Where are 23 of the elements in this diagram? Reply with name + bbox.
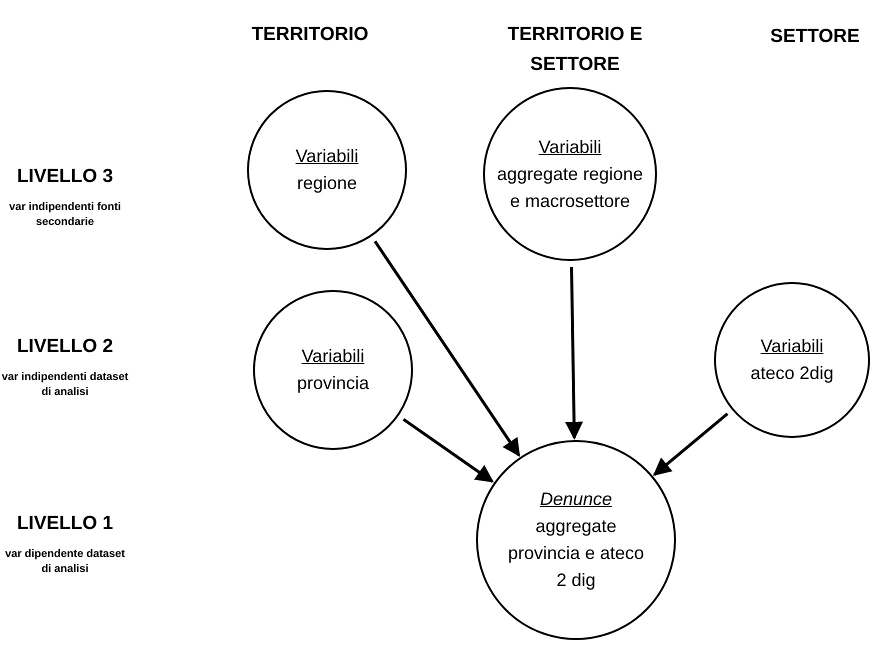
column-heading: TERRITORIO [250,23,370,47]
arrow [402,418,494,483]
level-heading: LIVELLO 1 [16,512,114,536]
circle-heading: Variabili [538,136,602,158]
level-heading: LIVELLO 2 [16,335,114,359]
level-description: var indipendenti dataset di analisi [0,370,130,400]
column-heading: TERRITORIO E SETTORE [506,23,644,77]
circle-text: aggregate provincia e ateco 2 dig [506,515,646,592]
level-description: var dipendente dataset di analisi [4,547,126,577]
arrow [652,412,728,476]
column-heading: SETTORE [769,25,861,49]
arrow [565,266,584,440]
circle-text: aggregate regione e macrosettore [496,162,644,212]
arrow [374,240,520,457]
circle-text: ateco 2dig [750,362,834,385]
circle-text: provincia [296,372,370,395]
level-description: var indipendenti fonti secondarie [8,200,122,230]
circle-text: regione [296,172,358,195]
circle-heading: Variabili [296,145,358,168]
circle-heading: Denunce [540,488,612,511]
level-heading: LIVELLO 3 [16,165,114,189]
circle-heading: Variabili [302,345,364,368]
circle-heading: Variabili [760,335,824,358]
